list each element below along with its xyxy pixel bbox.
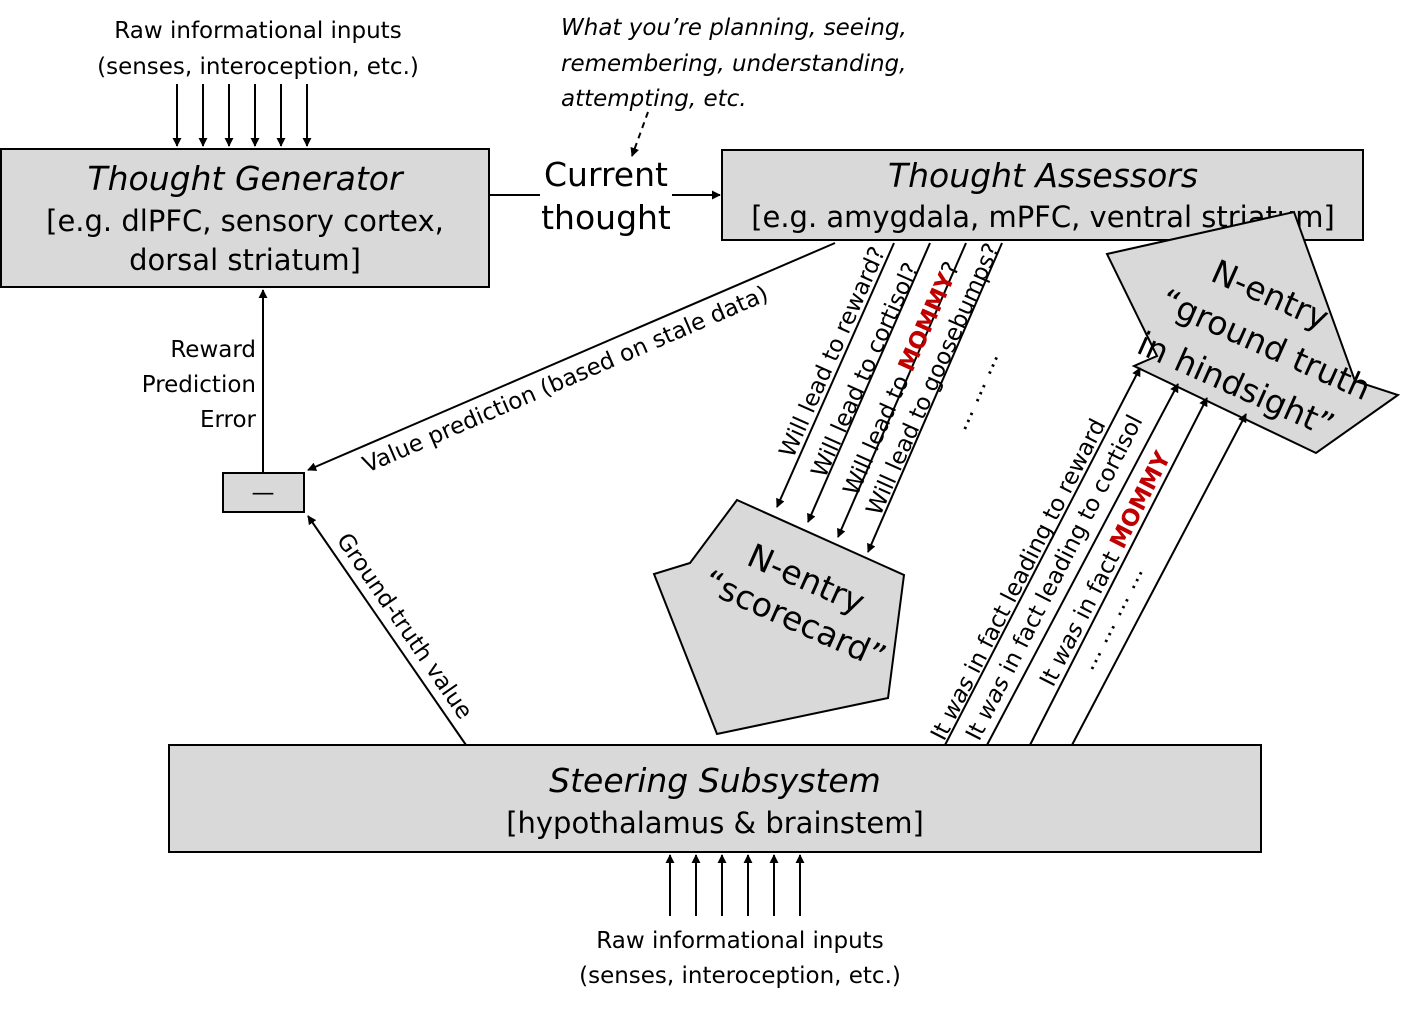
current-thought-bg — [540, 156, 672, 236]
planning-note-line2: remembering, understanding, — [561, 51, 906, 77]
rpe-line2: Prediction — [142, 372, 256, 398]
raw-inputs-bottom-line1: Raw informational inputs — [596, 928, 883, 954]
was-in-fact-arrows — [944, 367, 1247, 746]
will-lead-arrows — [776, 242, 1003, 553]
raw-inputs-bottom-line2: (senses, interoception, etc.) — [579, 963, 901, 989]
raw-inputs-top-line2: (senses, interoception, etc.) — [97, 54, 419, 80]
ground-truth-value-arrow — [307, 515, 467, 746]
was-in-fact-reward-label: It was in fact leading to reward — [926, 415, 1111, 745]
thought-generator-line2: dorsal striatum] — [129, 243, 361, 277]
subtract-box — [222, 472, 305, 513]
planning-note-line3: attempting, etc. — [561, 86, 747, 112]
planning-note-dashed-arrow — [630, 111, 649, 157]
rpe-line1: Reward — [170, 337, 256, 363]
current-thought-line2: thought — [541, 198, 671, 237]
ground-truth-value-label: Ground-truth value — [331, 529, 477, 725]
thought-generator-title: Thought Generator — [87, 159, 404, 198]
thought-generator-box — [0, 148, 490, 288]
steering-subsystem-title: Steering Subsystem — [549, 761, 881, 800]
raw-input-arrows-top — [172, 84, 312, 147]
planning-note-line1: What you’re planning, seeing, — [561, 15, 907, 41]
ground-truth-hindsight-big-arrow — [1105, 210, 1401, 455]
raw-inputs-top-line1: Raw informational inputs — [114, 18, 401, 44]
steering-subsystem-box — [168, 744, 1262, 853]
rpe-line3: Error — [200, 407, 257, 433]
subtract-symbol: — — [252, 480, 275, 506]
thought-assessors-title: Thought Assessors — [888, 156, 1198, 195]
value-prediction-label: Value prediction (based on stale data) — [359, 281, 772, 478]
steering-subsystem-line1: [hypothalamus & brainstem] — [506, 806, 924, 840]
scorecard-big-arrow — [652, 498, 906, 736]
raw-input-arrows-bottom — [665, 854, 805, 916]
thought-generator-line1: [e.g. dlPFC, sensory cortex, — [46, 204, 444, 238]
current-thought-line1: Current — [544, 155, 668, 194]
thought-assessors-box — [721, 149, 1364, 241]
value-prediction-arrow — [307, 242, 836, 471]
